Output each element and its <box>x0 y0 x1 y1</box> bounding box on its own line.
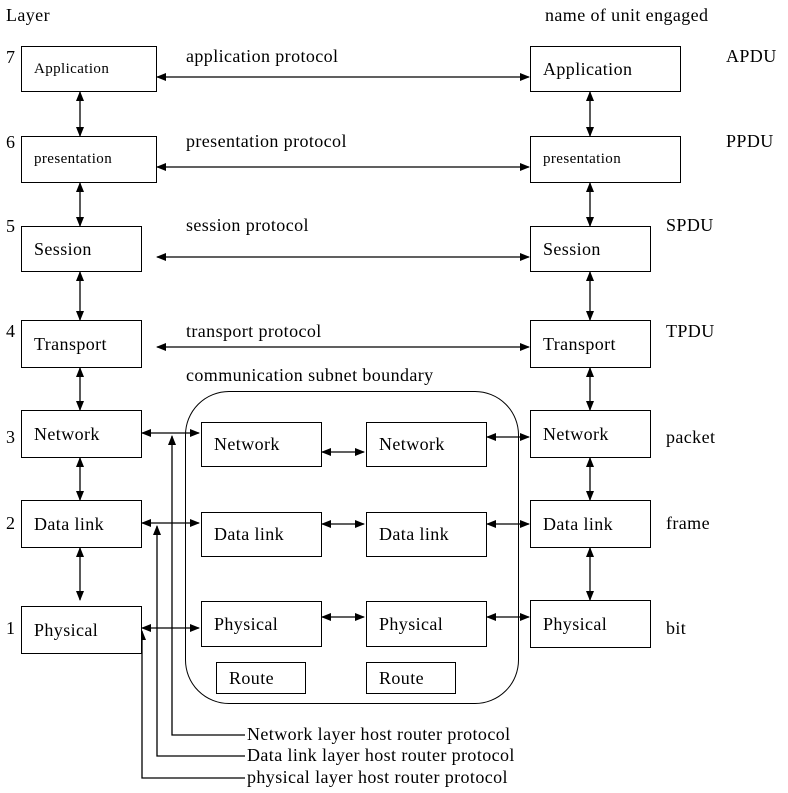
unit-bit: bit <box>666 618 687 638</box>
unit-packet: packet <box>666 427 716 447</box>
unit-header: name of unit engaged <box>545 5 709 25</box>
layer-number-2: 2 <box>6 513 15 533</box>
right-session-box: Session <box>530 226 651 272</box>
datalink-host-router-leader <box>153 525 245 757</box>
subnet-boundary-label: communication subnet boundary <box>186 365 434 385</box>
transport-protocol-label: transport protocol <box>186 321 322 341</box>
right-datalink-box: Data link <box>530 500 651 548</box>
layer-number-3: 3 <box>6 427 15 447</box>
unit-apdu: APDU <box>726 46 777 66</box>
left-presentation-box: presentation <box>21 136 157 183</box>
communication-subnet-boundary <box>185 391 519 704</box>
unit-spdu: SPDU <box>666 215 714 235</box>
presentation-protocol-label: presentation protocol <box>186 131 347 151</box>
datalink-host-router-protocol-label: Data link layer host router protocol <box>247 745 515 765</box>
right-network-box: Network <box>530 410 651 458</box>
right-physical-box: Physical <box>530 600 651 648</box>
unit-tpdu: TPDU <box>666 321 715 341</box>
right-transport-box: Transport <box>530 320 651 368</box>
router-b-route-box: Route <box>366 662 456 694</box>
left-datalink-box: Data link <box>21 500 142 548</box>
application-protocol-label: application protocol <box>186 46 339 66</box>
session-protocol-label: session protocol <box>186 215 309 235</box>
left-transport-box: Transport <box>21 320 142 368</box>
router-a-physical-box: Physical <box>201 601 322 647</box>
left-network-box: Network <box>21 410 142 458</box>
router-a-datalink-box: Data link <box>201 512 322 557</box>
left-physical-box: Physical <box>21 606 142 654</box>
right-presentation-box: presentation <box>530 136 681 183</box>
unit-frame: frame <box>666 513 710 533</box>
layer-number-6: 6 <box>6 132 15 152</box>
layer-number-1: 1 <box>6 618 15 638</box>
right-application-box: Application <box>530 46 681 92</box>
router-b-datalink-box: Data link <box>366 512 487 557</box>
router-b-network-box: Network <box>366 422 487 467</box>
layer-number-5: 5 <box>6 216 15 236</box>
left-session-box: Session <box>21 226 142 272</box>
network-host-router-protocol-label: Network layer host router protocol <box>247 724 511 744</box>
router-a-route-box: Route <box>216 662 306 694</box>
layer-header: Layer <box>6 5 50 25</box>
physical-host-router-leader <box>138 630 245 779</box>
left-application-box: Application <box>21 46 157 92</box>
router-a-network-box: Network <box>201 422 322 467</box>
layer-number-4: 4 <box>6 321 15 341</box>
network-host-router-leader <box>168 435 245 736</box>
router-b-physical-box: Physical <box>366 601 487 647</box>
physical-host-router-protocol-label: physical layer host router protocol <box>247 767 508 787</box>
unit-ppdu: PPDU <box>726 131 774 151</box>
layer-number-7: 7 <box>6 47 15 67</box>
